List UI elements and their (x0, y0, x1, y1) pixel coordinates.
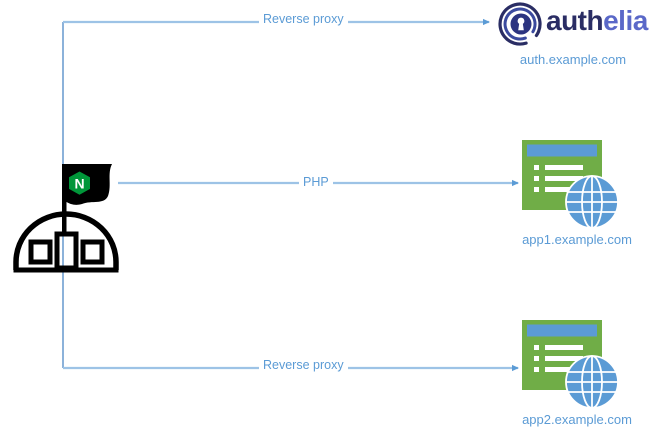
edge-label-reverse-proxy-auth: Reverse proxy (259, 13, 348, 26)
authelia-wordmark: authelia (546, 7, 648, 35)
app-list-line (545, 356, 583, 361)
authelia-wordmark-light: elia (603, 5, 648, 36)
caption-auth-domain: auth.example.com (519, 52, 627, 67)
node-nginx[interactable]: N (12, 158, 120, 274)
authelia-wordmark-dark: auth (546, 5, 604, 36)
app-window-titlebar (527, 144, 597, 157)
authelia-logo-icon (498, 2, 542, 46)
app-list-line (545, 176, 583, 181)
globe-icon (565, 355, 619, 409)
app-list-bullet (534, 187, 539, 192)
nginx-window-right (80, 239, 105, 265)
edge-label-reverse-proxy-app2: Reverse proxy (259, 359, 348, 372)
nginx-hexagon (69, 171, 90, 195)
nginx-flagpole (62, 164, 67, 236)
app-list-line (545, 165, 583, 170)
node-app1[interactable] (522, 140, 626, 232)
authelia-outer-arc (498, 2, 542, 46)
globe-icon (565, 175, 619, 229)
web-app-server-icon (522, 320, 619, 409)
caption-app2-domain: app2.example.com (522, 412, 632, 427)
app-list-bullet (534, 356, 539, 361)
authelia-keyhole-stem (518, 23, 524, 31)
app-list-bullet (534, 165, 539, 170)
app-window-titlebar (527, 324, 597, 337)
nginx-dome-outline (13, 211, 119, 270)
nginx-n-glyph: N (74, 176, 84, 192)
authelia-middle-arc (503, 7, 537, 41)
nginx-window-left (28, 239, 53, 265)
node-app2[interactable] (522, 320, 626, 412)
app-list-bullet (534, 176, 539, 181)
web-app-server-icon (522, 140, 619, 229)
app-list-line (545, 345, 583, 350)
app-list-bullet (534, 367, 539, 372)
node-authelia[interactable] (492, 2, 548, 46)
app-list-line (545, 367, 583, 372)
authelia-keyhole-head (517, 17, 525, 25)
edge-label-php: PHP (299, 176, 333, 189)
nginx-door (54, 231, 79, 271)
app-list-bullet (534, 345, 539, 350)
caption-app1-domain: app1.example.com (522, 232, 632, 247)
nginx-logo: N (13, 164, 119, 273)
app-list-line (545, 187, 583, 192)
